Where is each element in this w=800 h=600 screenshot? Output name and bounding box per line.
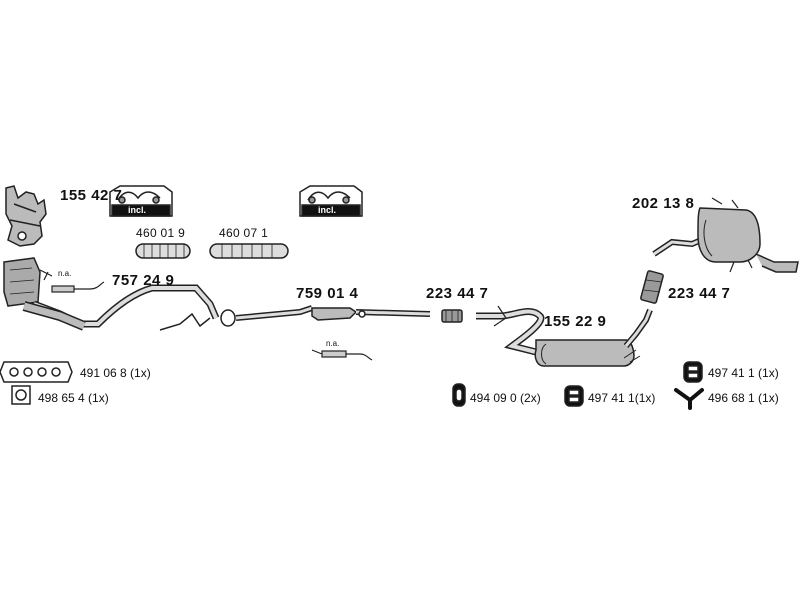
rubber-mount-icon: [452, 383, 466, 407]
clamp-kit-icon: [109, 185, 173, 217]
part-number-clamp-left: 223 44 7: [426, 285, 489, 302]
part-number-mount-h-right: 497 41 1 (1x): [708, 366, 779, 380]
gasket-icon: [0, 361, 73, 383]
rubber-mount-icon: [564, 385, 584, 407]
na-note-front: n.a.: [58, 269, 72, 278]
gasket-icon: [11, 385, 31, 405]
clamp-kit-icon: [299, 185, 363, 217]
part-number-catalyst-center: 759 01 4: [296, 285, 359, 302]
part-number-clamp-right: 223 44 7: [668, 285, 731, 302]
part-number-middle-silencer: 155 22 9: [544, 313, 607, 330]
part-number-mount-oval: 494 09 0 (2x): [470, 391, 541, 405]
flex-pipe-icon: [209, 243, 289, 259]
incl-note-left: incl.: [128, 205, 147, 215]
y-hanger-icon: [674, 388, 704, 410]
incl-note-right: incl.: [318, 205, 337, 215]
clamp-icon: [640, 270, 664, 304]
lambda-sensor-icon: [311, 349, 373, 361]
part-number-rear-silencer: 202 13 8: [632, 195, 695, 212]
clamp-icon: [441, 309, 463, 323]
lambda-sensor-icon: [39, 269, 105, 293]
flex-pipe-icon: [135, 243, 191, 259]
part-number-gasket-manifold: 491 06 8 (1x): [80, 366, 151, 380]
part-number-gasket-square: 498 65 4 (1x): [38, 391, 109, 405]
catalyst-icon: [3, 257, 220, 331]
part-number-manifold: 155 42 7: [60, 187, 123, 204]
na-note-center: n.a.: [326, 339, 340, 348]
silencer-icon: [476, 305, 653, 367]
rubber-mount-icon: [683, 361, 703, 383]
part-number-mount-y: 496 68 1 (1x): [708, 391, 779, 405]
manifold-icon: [5, 185, 47, 247]
catalyst-icon: [220, 305, 431, 327]
part-number-mount-h-center: 497 41 1(1x): [588, 391, 656, 405]
part-number-flex-pipe-1: 460 01 9: [136, 226, 186, 240]
part-number-catalyst-front: 757 24 9: [112, 272, 175, 289]
silencer-icon: [652, 197, 799, 273]
part-number-flex-pipe-2: 460 07 1: [219, 226, 269, 240]
